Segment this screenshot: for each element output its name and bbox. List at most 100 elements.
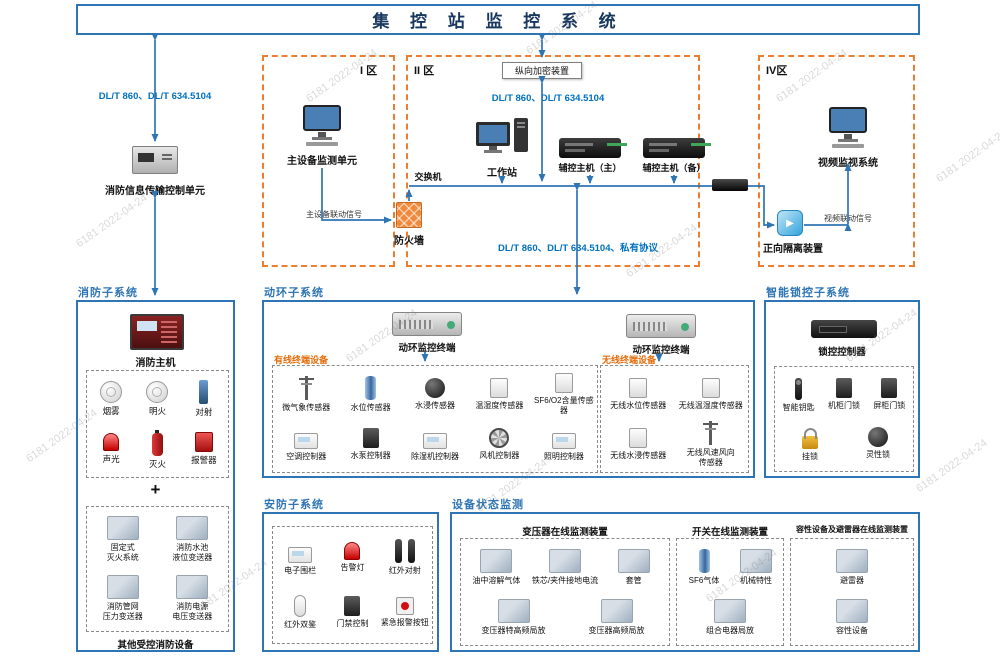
beam-sensor-icon [199, 380, 209, 405]
sound-light-alarm-label: 声光 [102, 454, 120, 465]
sound-light-alarm-icon [103, 433, 120, 452]
sf6-o2-sensor: SF6/O2含量传感器 [532, 369, 596, 419]
arrester-icon [836, 548, 868, 573]
uhf-partial-discharge: 变压器特高频局放 [462, 592, 565, 642]
main-title: 集 控 站 监 控 系 统 [372, 12, 624, 31]
aux-host-backup-icon [643, 138, 705, 158]
fixed-extinguishing-system-icon [106, 516, 139, 541]
workstation-label: 工作站 [487, 168, 517, 179]
micro-weather-sensor-icon [298, 375, 314, 400]
power-voltage-transmitter: 消防电源 电压变送器 [158, 569, 228, 628]
watermark: 6181 2022-04-24 [934, 127, 1000, 185]
fire-host-label: 消防主机 [135, 358, 176, 369]
emergency-alarm-button: 紧急报警按钮 [379, 585, 431, 640]
smart-key-icon [795, 378, 803, 401]
flood-sensor: 水浸传感器 [403, 369, 467, 419]
fire-sensors-group: 烟雾 明火 对射 声光 灭火 报警器 [86, 370, 229, 478]
cabinet-door-lock: 机柜门锁 [821, 370, 866, 419]
fire-protocol-label: DL/T 860、DL/T 634.5104 [98, 91, 212, 102]
status-monitor-title: 设备状态监测 [452, 499, 524, 511]
zone-4-box [758, 55, 915, 267]
main-device-monitor-label: 主设备监测单元 [287, 156, 357, 167]
zone-4-label: IV区 [766, 65, 788, 77]
sound-light-alarm: 声光 [88, 424, 134, 474]
wireless-flood-sensor: 无线水浸传感器 [602, 419, 675, 469]
pipe-pressure-transmitter-icon [106, 575, 139, 600]
wireless-devices-label: 无线终端设备 [602, 355, 657, 365]
wireless-temp-humidity-sensor: 无线温湿度传感器 [675, 369, 748, 419]
wireless-flood-sensor-icon [629, 427, 648, 448]
mechanical-characteristics: 机械特性 [730, 542, 782, 592]
main-linkage-signal-label: 主设备联动信号 [306, 210, 362, 219]
fan-controller-icon [489, 427, 510, 448]
electronic-fence-icon [288, 546, 313, 563]
lock-devices-group: 智能钥匙 机柜门锁 屏柜门锁 挂锁 灵性锁 [774, 366, 914, 472]
padlock-label: 挂锁 [802, 451, 818, 461]
electronic-fence-label: 电子围栏 [284, 565, 317, 575]
smart-key: 智能钥匙 [776, 370, 821, 419]
pipe-pressure-transmitter-label: 消防管网 压力变送器 [102, 602, 143, 621]
arrester: 避雷器 [792, 542, 912, 592]
flame-sensor-label: 明火 [148, 406, 166, 417]
dehumidifier-controller-label: 除湿机控制器 [411, 452, 460, 462]
water-level-sensor-label: 水位传感器 [350, 402, 391, 412]
fixed-extinguishing-system: 固定式 灭火系统 [88, 510, 158, 569]
infrared-dual-detector-label: 红外双鉴 [284, 620, 317, 630]
core-ground-current-label: 铁芯/夹件接地电流 [531, 575, 599, 585]
alarm-light-label: 告警灯 [340, 563, 365, 573]
emergency-alarm-button-icon [395, 597, 414, 616]
sf6-gas: SF6气体 [678, 542, 730, 592]
smoke-sensor: 烟雾 [88, 374, 134, 424]
fire-subsystem-panel: 消防主机 烟雾 明火 对射 声光 灭火 报警器 + 固定式 灭火系统 消防水池 … [76, 300, 235, 652]
firewall-label: 防火墙 [394, 236, 424, 247]
wireless-flood-sensor-label: 无线水浸传感器 [610, 450, 667, 460]
aux-host-main-label: 辅控主机（主） [558, 163, 622, 173]
gis-partial-discharge: 组合电器局放 [678, 592, 782, 642]
security-subsystem-panel: 电子围栏 告警灯 红外对射 红外双鉴 门禁控制 紧急报警按钮 [262, 512, 439, 652]
fire-host-icon [130, 314, 184, 350]
lock-subsystem-panel: 锁控控制器 智能钥匙 机柜门锁 屏柜门锁 挂锁 灵性锁 [764, 300, 920, 478]
zone-1-box [262, 55, 395, 267]
video-linkage-signal-label: 视频联动信号 [824, 214, 872, 223]
panel-door-lock: 屏柜门锁 [867, 370, 912, 419]
alarm-light: 告警灯 [326, 530, 378, 585]
wireless-wind-sensor-icon [703, 420, 719, 445]
fire-devices-group: 固定式 灭火系统 消防水池 液位变送器 消防管网 压力变送器 消防电源 电压变送… [86, 506, 229, 632]
mechanical-characteristics-icon [740, 548, 772, 573]
main-device-monitor-icon [300, 104, 344, 155]
micro-weather-sensor: 微气象传感器 [274, 369, 338, 419]
smart-lock-icon [868, 427, 888, 448]
lighting-controller: 照明控制器 [532, 419, 596, 469]
gis-partial-discharge-icon [714, 598, 746, 623]
security-subsystem-title: 安防子系统 [264, 499, 324, 511]
dehumidifier-controller-icon [423, 433, 448, 450]
arrester-label: 避雷器 [840, 575, 864, 585]
alarm-device-label: 报警器 [191, 455, 217, 466]
fire-subsystem-title: 消防子系统 [78, 287, 138, 299]
zone-1-label: I 区 [360, 65, 378, 77]
wired-devices-label: 有线终端设备 [274, 355, 329, 365]
fire-transmission-unit-label: 消防信息传输控制单元 [105, 186, 205, 197]
capacitive-device-label: 容性设备 [836, 625, 868, 635]
wired-devices-group: 微气象传感器 水位传感器 水浸传感器 温湿度传感器 SF6/O2含量传感器 空调… [272, 365, 598, 473]
switch-label: 交换机 [414, 172, 442, 182]
core-ground-current-icon [549, 548, 581, 573]
wireless-devices-group: 无线水位传感器 无线温湿度传感器 无线水浸传感器 无线风速风向 传感器 [600, 365, 749, 473]
transformer-monitor-title: 变压器在线监测装置 [522, 527, 608, 538]
micro-weather-sensor-label: 微气象传感器 [282, 402, 331, 412]
workstation-icon [476, 116, 532, 167]
padlock: 挂锁 [776, 419, 844, 468]
capacitive-monitor-title: 容性设备及避雷器在线监测装置 [796, 525, 908, 534]
env-terminal-1-label: 动环监控终端 [398, 343, 456, 354]
fire-extinguisher-icon [151, 429, 163, 456]
fan-controller: 风机控制器 [467, 419, 531, 469]
forward-isolation-icon [777, 210, 803, 236]
access-control: 门禁控制 [326, 585, 378, 640]
alarm-light-icon [344, 542, 361, 561]
bushing-label: 套管 [625, 575, 642, 585]
encryption-device-label: 纵向加密装置 [514, 66, 569, 76]
flame-sensor-icon [146, 381, 169, 404]
fire-footer-label: 其他受控消防设备 [117, 640, 194, 651]
encryption-device: 纵向加密装置 [502, 62, 582, 79]
pool-level-transmitter-label: 消防水池 液位变送器 [172, 543, 213, 562]
